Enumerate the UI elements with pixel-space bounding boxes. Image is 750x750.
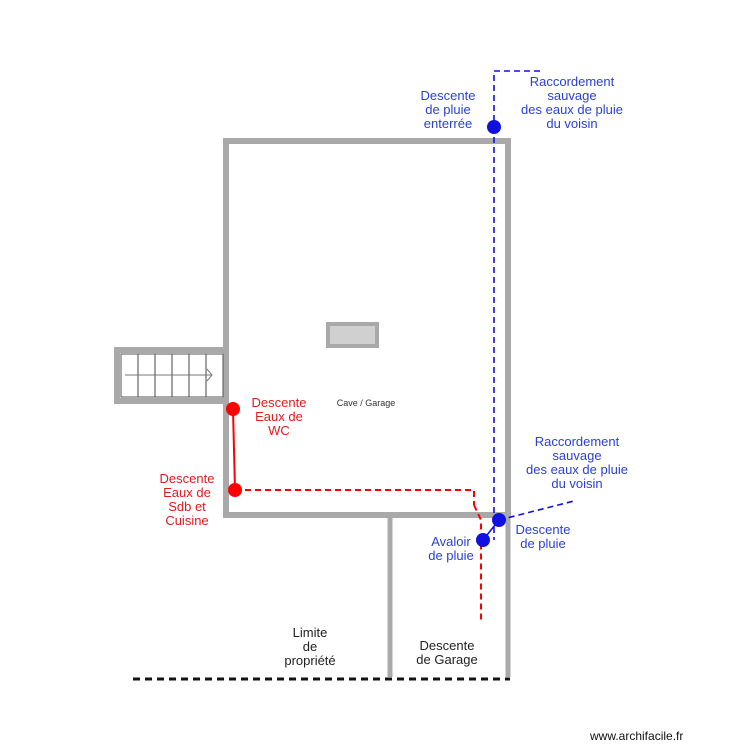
label-descente-pluie-enterree: Descente de pluie enterrée (420, 88, 476, 131)
descente-pluie-point (492, 513, 506, 527)
room-label-cave-garage: Cave / Garage (336, 398, 396, 408)
label-descente-sdb-cuisine: Descente Eaux de Sdb et Cuisine (159, 471, 215, 528)
label-descente-garage: Descente de Garage (416, 638, 478, 667)
descente-sdb-point (228, 483, 242, 497)
vent-window (326, 322, 379, 348)
descente-pluie-enterree-point (487, 120, 501, 134)
avaloir-point (476, 533, 490, 547)
staircase (120, 353, 224, 398)
label-raccordement-bottom: Raccordement sauvage des eaux de pluie d… (526, 434, 628, 491)
stair-enclosure (114, 347, 229, 404)
cave-garage-walls (223, 138, 511, 518)
red-pipes (232, 408, 482, 621)
label-avaloir: Avaloir de pluie (428, 534, 474, 563)
watermark: www.archifacile.fr (590, 729, 684, 743)
label-descente-pluie: Descente de pluie (515, 522, 571, 551)
label-descente-wc: Descente Eaux de WC (251, 395, 307, 438)
descente-wc-point (226, 402, 240, 416)
label-raccordement-top: Raccordement sauvage des eaux de pluie d… (521, 74, 623, 131)
label-limite-propriete: Limite de propriété (284, 625, 336, 668)
